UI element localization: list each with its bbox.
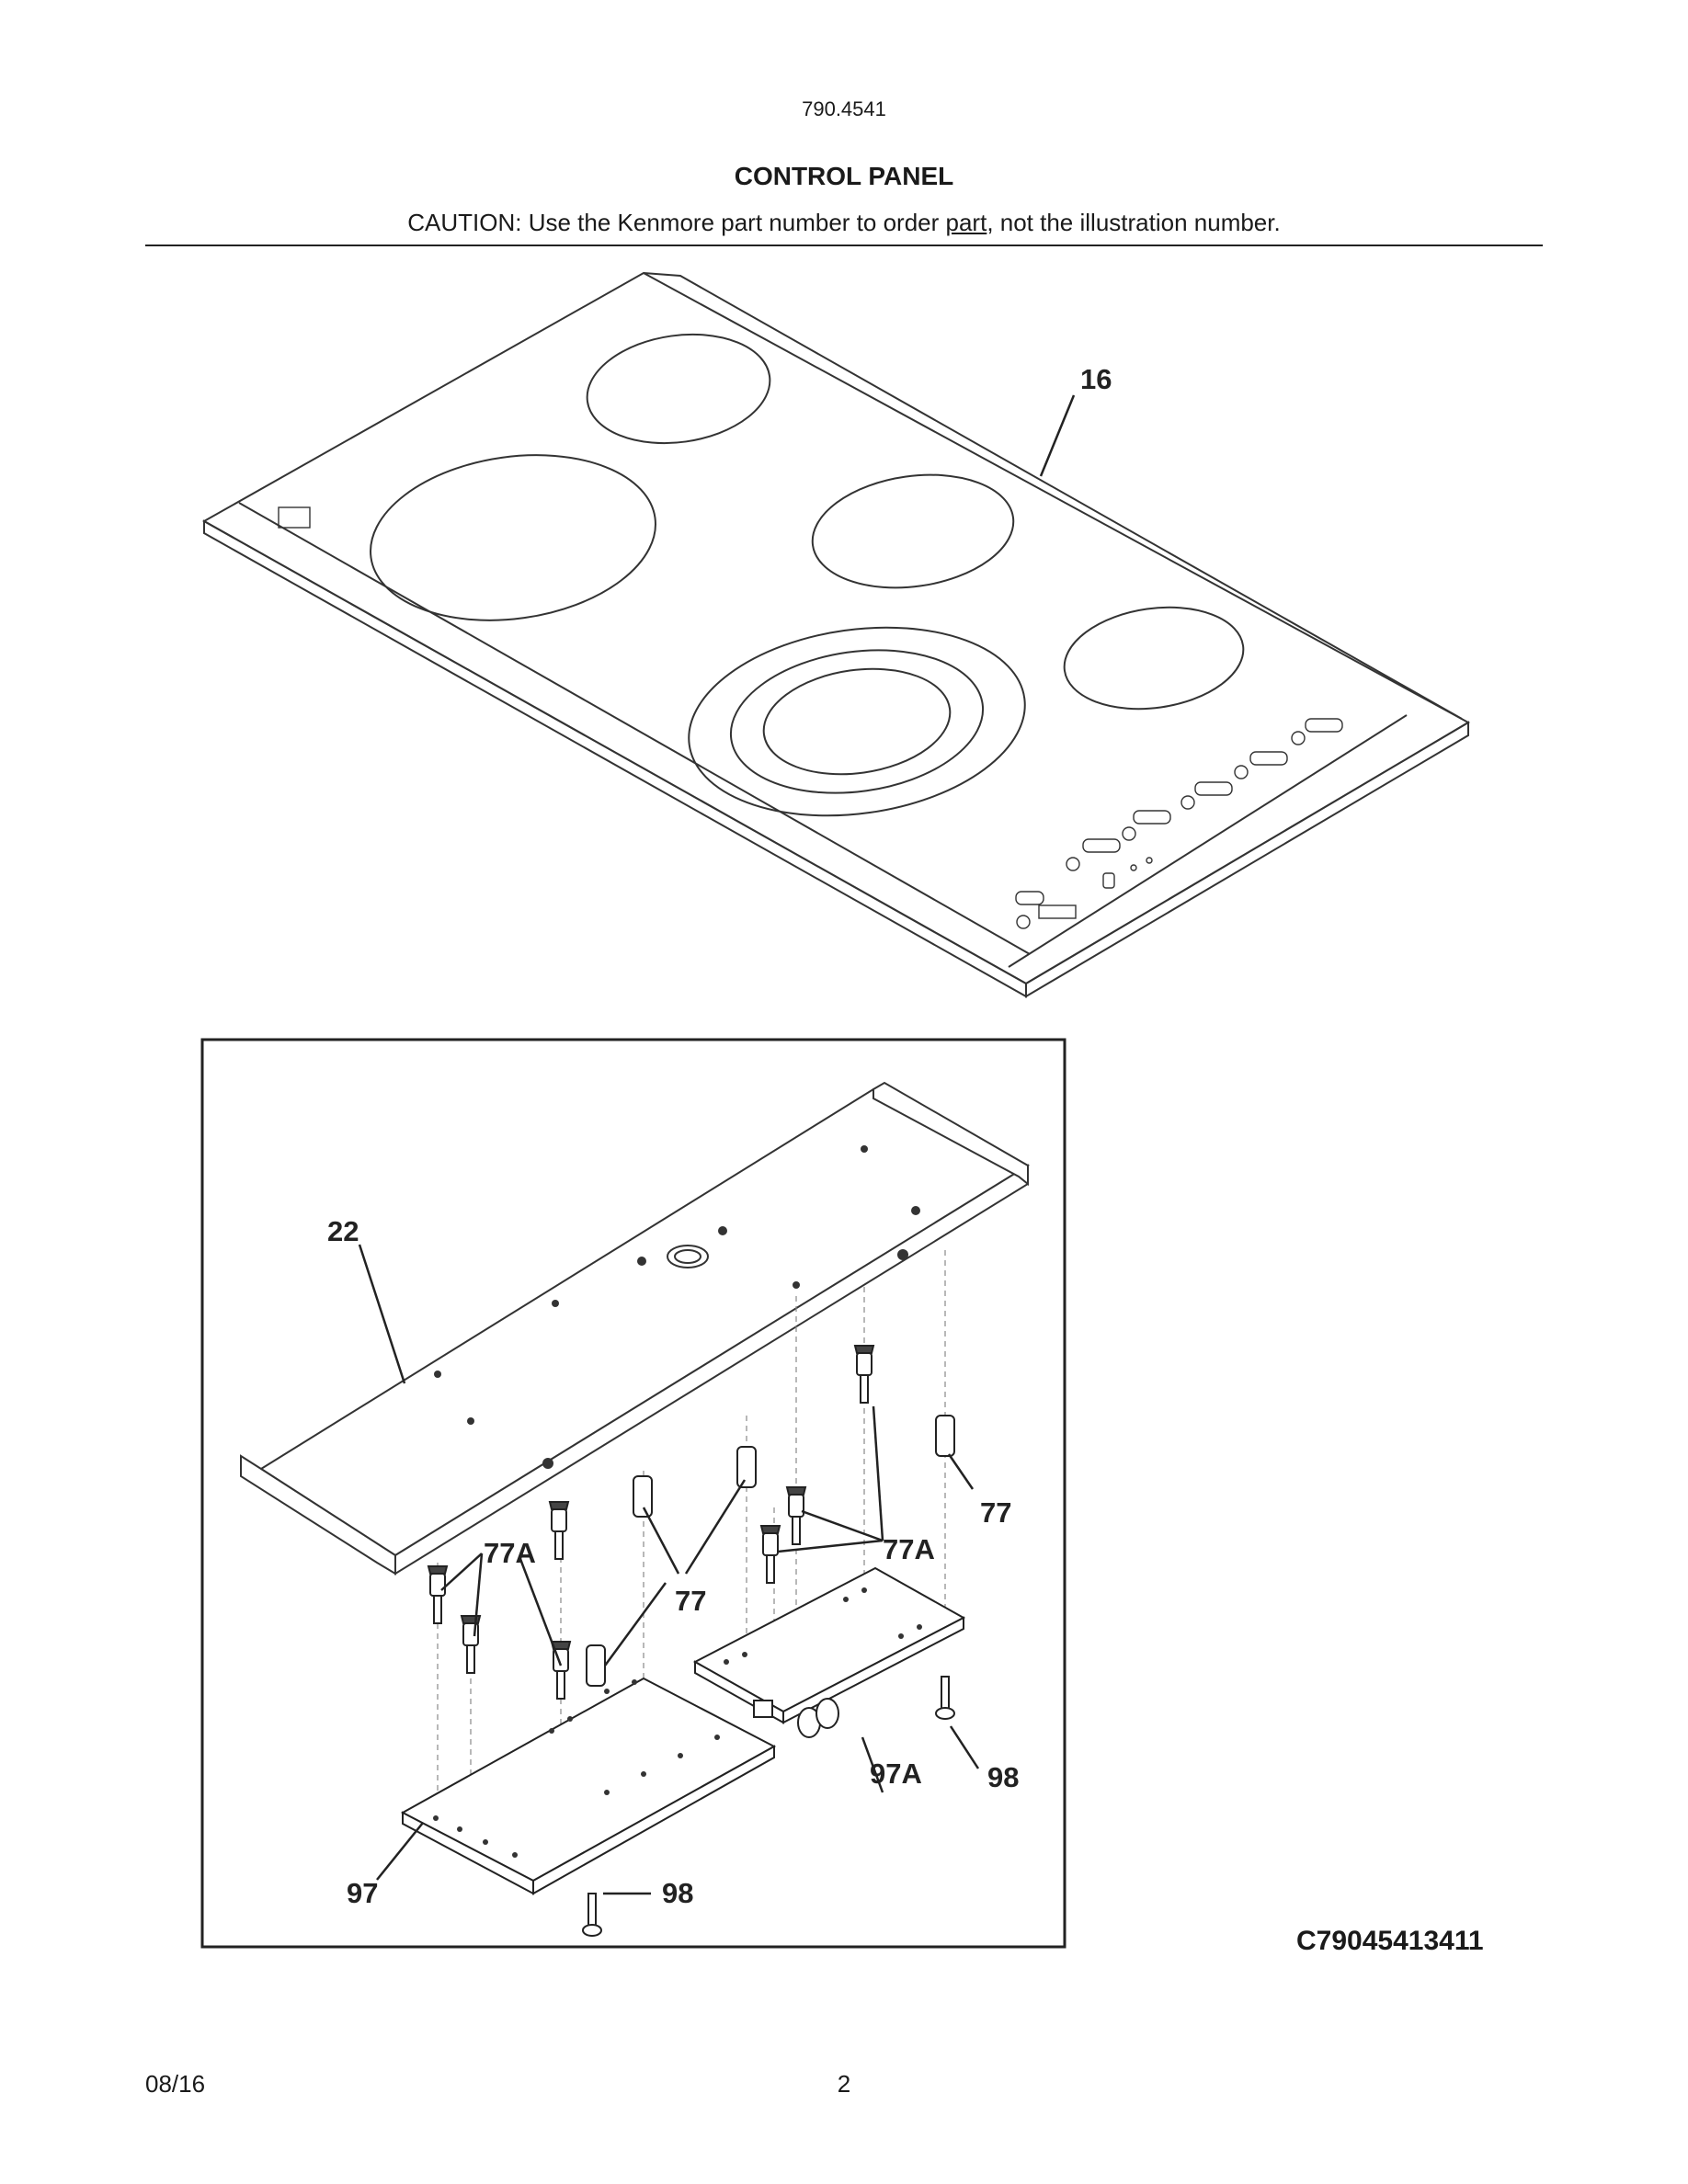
model-number: 790.4541 (802, 97, 886, 120)
footer-date: 08/16 (145, 2070, 206, 2098)
callout-98-right: 98 (987, 1761, 1019, 1793)
header-divider (145, 245, 1543, 246)
callout-77-right: 77 (980, 1496, 1011, 1529)
leader-line-98-right (949, 1725, 980, 1769)
leader-line-16 (1039, 394, 1076, 477)
caution-underlined-word: part (945, 209, 987, 236)
page-title: CONTROL PANEL (734, 162, 954, 190)
spacers-77 (586, 1415, 955, 1687)
screws-98 (582, 1676, 955, 1937)
leader-lines-77 (440, 1405, 975, 1666)
callout-97: 97 (347, 1877, 378, 1909)
page-number: 2 (837, 2070, 851, 2098)
callout-98-bottom: 98 (662, 1877, 693, 1909)
circuit-board-97 (400, 1677, 777, 1895)
leader-line-97A (861, 1736, 884, 1793)
callout-16: 16 (1080, 363, 1112, 395)
caution-prefix: CAUTION: Use the Kenmore part number to … (407, 209, 946, 236)
caution-suffix: , not the illustration number. (987, 209, 1281, 236)
leader-line-97 (376, 1822, 424, 1881)
exploded-view-frame (200, 1038, 1066, 1949)
caution-note: CAUTION: Use the Kenmore part number to … (0, 209, 1688, 237)
diagram-code: C79045413411 (1296, 1926, 1484, 1956)
callout-22: 22 (327, 1215, 359, 1247)
circuit-board-97A (692, 1566, 966, 1738)
callout-77A-left: 77A (484, 1537, 536, 1569)
cooktop-glass-illustration (201, 271, 1471, 998)
control-panel-bracket (240, 1081, 1031, 1575)
leader-line-22 (358, 1244, 406, 1384)
callout-97A: 97A (870, 1757, 922, 1790)
callout-77-center: 77 (675, 1585, 706, 1617)
callout-77A-right: 77A (883, 1533, 935, 1565)
